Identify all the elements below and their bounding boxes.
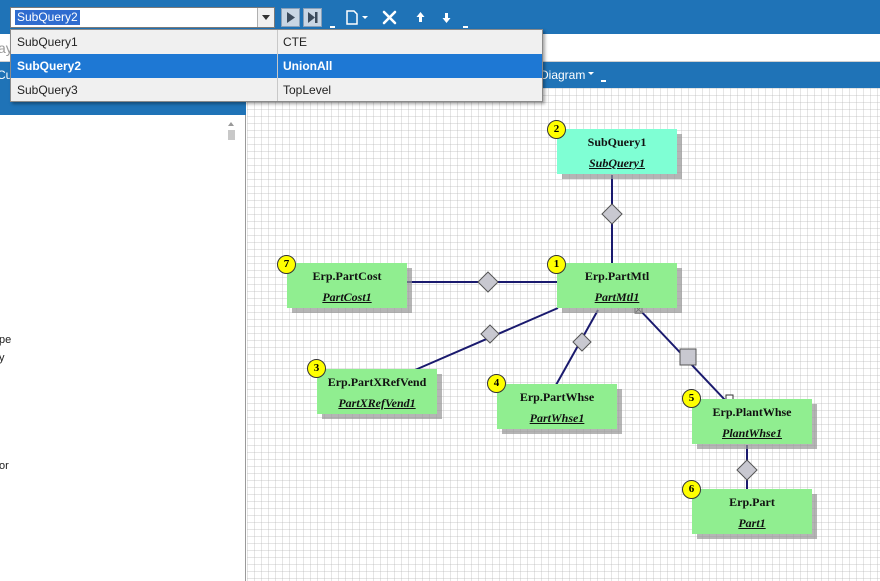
scrollbar-thumb[interactable] bbox=[228, 130, 235, 140]
run-icon[interactable] bbox=[281, 8, 300, 27]
overflow-dot bbox=[601, 80, 606, 82]
table-node-title: Erp.PartMtl bbox=[584, 269, 650, 283]
node-order-badge: 1 bbox=[547, 255, 566, 274]
table-node-partcost[interactable]: Erp.PartCost PartCost1 bbox=[287, 263, 407, 308]
table-node-partxrefvend[interactable]: Erp.PartXRefVend PartXRefVend1 bbox=[317, 369, 437, 414]
node-order-badge: 7 bbox=[277, 255, 296, 274]
table-node-alias[interactable]: PartMtl1 bbox=[594, 290, 640, 304]
node-order-badge: 5 bbox=[682, 389, 701, 408]
table-node-partwhse[interactable]: Erp.PartWhse PartWhse1 bbox=[497, 384, 617, 429]
overflow-dot bbox=[330, 26, 335, 28]
option-name: SubQuery3 bbox=[17, 83, 78, 97]
table-node-title: Erp.PlantWhse bbox=[712, 405, 792, 419]
node-order-badge: 4 bbox=[487, 374, 506, 393]
partial-menu-label: Cu bbox=[0, 68, 13, 82]
table-node-alias[interactable]: PartCost1 bbox=[322, 290, 372, 304]
property-label: y bbox=[0, 352, 5, 364]
table-node-plantwhse[interactable]: Erp.PlantWhse PlantWhse1 bbox=[692, 399, 812, 444]
table-node-alias[interactable]: PartXRefVend1 bbox=[338, 396, 416, 410]
delete-icon[interactable] bbox=[380, 8, 399, 27]
property-label: or bbox=[0, 460, 9, 472]
table-node-title: SubQuery1 bbox=[587, 135, 647, 149]
table-node-part[interactable]: Erp.Part Part1 bbox=[692, 489, 812, 534]
table-node-alias[interactable]: Part1 bbox=[738, 516, 766, 530]
move-down-icon[interactable] bbox=[437, 8, 456, 27]
dropdown-option[interactable]: SubQuery1 CTE bbox=[11, 30, 542, 54]
table-node-title: Erp.PartCost bbox=[312, 269, 382, 283]
option-name: SubQuery1 bbox=[17, 35, 78, 49]
option-type: UnionAll bbox=[283, 59, 333, 73]
table-node-alias[interactable]: PlantWhse1 bbox=[721, 426, 782, 440]
node-order-badge: 3 bbox=[307, 359, 326, 378]
table-node-title: Erp.PartWhse bbox=[519, 390, 595, 404]
table-node-title: Erp.PartXRefVend bbox=[327, 375, 427, 389]
subquery-combo[interactable]: SubQuery2 bbox=[10, 7, 275, 28]
table-node-title: Erp.Part bbox=[729, 495, 775, 509]
option-name: SubQuery2 bbox=[17, 59, 82, 73]
subquery-dropdown-list[interactable]: SubQuery1 CTE SubQuery2 UnionAll SubQuer… bbox=[10, 29, 543, 102]
run-step-icon[interactable] bbox=[303, 8, 322, 27]
dropdown-option[interactable]: SubQuery3 TopLevel bbox=[11, 78, 542, 102]
move-up-icon[interactable] bbox=[411, 8, 430, 27]
dropdown-option-selected[interactable]: SubQuery2 UnionAll bbox=[11, 54, 542, 78]
partial-label: ay bbox=[0, 40, 13, 56]
column-divider bbox=[277, 30, 278, 101]
property-label: pe bbox=[0, 334, 12, 346]
new-document-icon[interactable] bbox=[342, 8, 361, 27]
option-type: CTE bbox=[283, 35, 307, 49]
properties-panel: pe y or bbox=[0, 88, 246, 581]
new-dropdown-arrow[interactable] bbox=[362, 16, 368, 19]
table-node-alias[interactable]: SubQuery1 bbox=[588, 156, 645, 170]
subquery-combo-value[interactable]: SubQuery2 bbox=[15, 10, 80, 25]
table-node-subquery1[interactable]: SubQuery1 SubQuery1 bbox=[557, 129, 677, 174]
main-toolbar: SubQuery2 bbox=[0, 0, 880, 34]
node-order-badge: 2 bbox=[547, 120, 566, 139]
scroll-up-icon[interactable] bbox=[228, 122, 234, 126]
diagram-menu-arrow[interactable] bbox=[588, 72, 594, 75]
table-node-partmtl[interactable]: Erp.PartMtl PartMtl1 bbox=[557, 263, 677, 308]
diagram-menu[interactable]: Diagram bbox=[540, 68, 586, 82]
table-node-alias[interactable]: PartWhse1 bbox=[529, 411, 585, 425]
chevron-down-icon[interactable] bbox=[257, 8, 274, 27]
overflow-dot bbox=[463, 26, 468, 28]
option-type: TopLevel bbox=[283, 83, 332, 97]
node-order-badge: 6 bbox=[682, 480, 701, 499]
